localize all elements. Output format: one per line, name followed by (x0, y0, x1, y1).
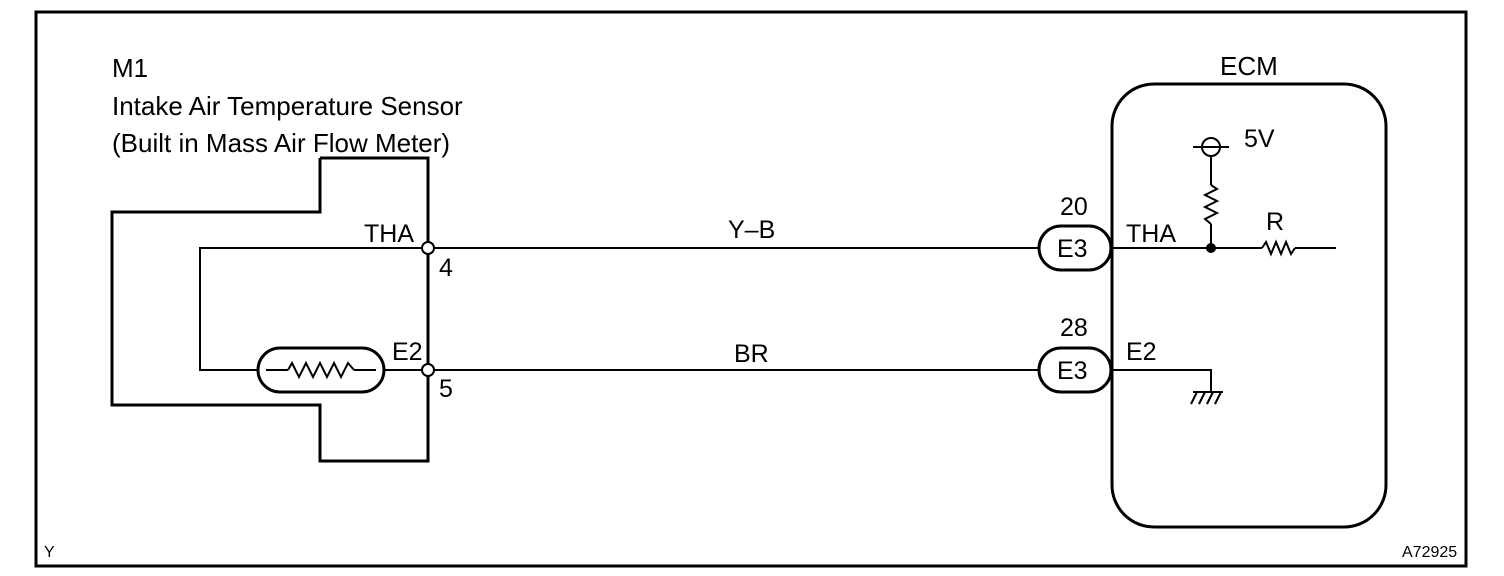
sensor-pin-e2-label: E2 (392, 338, 423, 366)
supply-5v-label: 5V (1244, 125, 1275, 153)
connector-e2-pin: 28 (1060, 314, 1088, 342)
ecm-e2-line (1112, 369, 1212, 392)
sensor-housing (110, 156, 430, 463)
ecm-tha-label: THA (1126, 220, 1176, 248)
ground-icon (1190, 391, 1223, 405)
terminal-e2 (421, 363, 435, 377)
sensor-note: (Built in Mass Air Flow Meter) (112, 128, 450, 158)
sensor-name: Intake Air Temperature Sensor (112, 91, 463, 121)
ecm-e2-label: E2 (1126, 338, 1157, 366)
ecm-box (1110, 82, 1388, 529)
resistor-r-label: R (1266, 208, 1284, 236)
connector-tha (1037, 224, 1113, 272)
wire-e2-color: BR (734, 340, 769, 368)
sensor-internal-wire (199, 247, 428, 371)
wire-tha-color: Y–B (728, 216, 775, 244)
supply-5v-icon (1193, 137, 1229, 157)
thermistor-icon (256, 346, 386, 394)
connector-tha-code: E3 (1057, 235, 1088, 263)
connector-e2-code: E3 (1057, 357, 1088, 385)
sensor-code: M1 (112, 53, 148, 83)
sensor-pin-e2-number: 5 (439, 375, 453, 403)
pullup-resistor-icon (1202, 184, 1220, 225)
footer-left-mark: Y (44, 544, 55, 561)
terminal-tha (421, 241, 435, 255)
sensor-pin-tha-label: THA (364, 220, 414, 248)
ecm-title: ECM (1220, 51, 1278, 81)
figure-id: A72925 (1402, 544, 1457, 561)
connector-e2 (1037, 346, 1113, 394)
sensor-pin-tha-number: 4 (439, 254, 453, 282)
resistor-r-icon (1261, 239, 1296, 257)
connector-tha-pin: 20 (1060, 193, 1088, 221)
diagram-frame (34, 10, 1468, 568)
